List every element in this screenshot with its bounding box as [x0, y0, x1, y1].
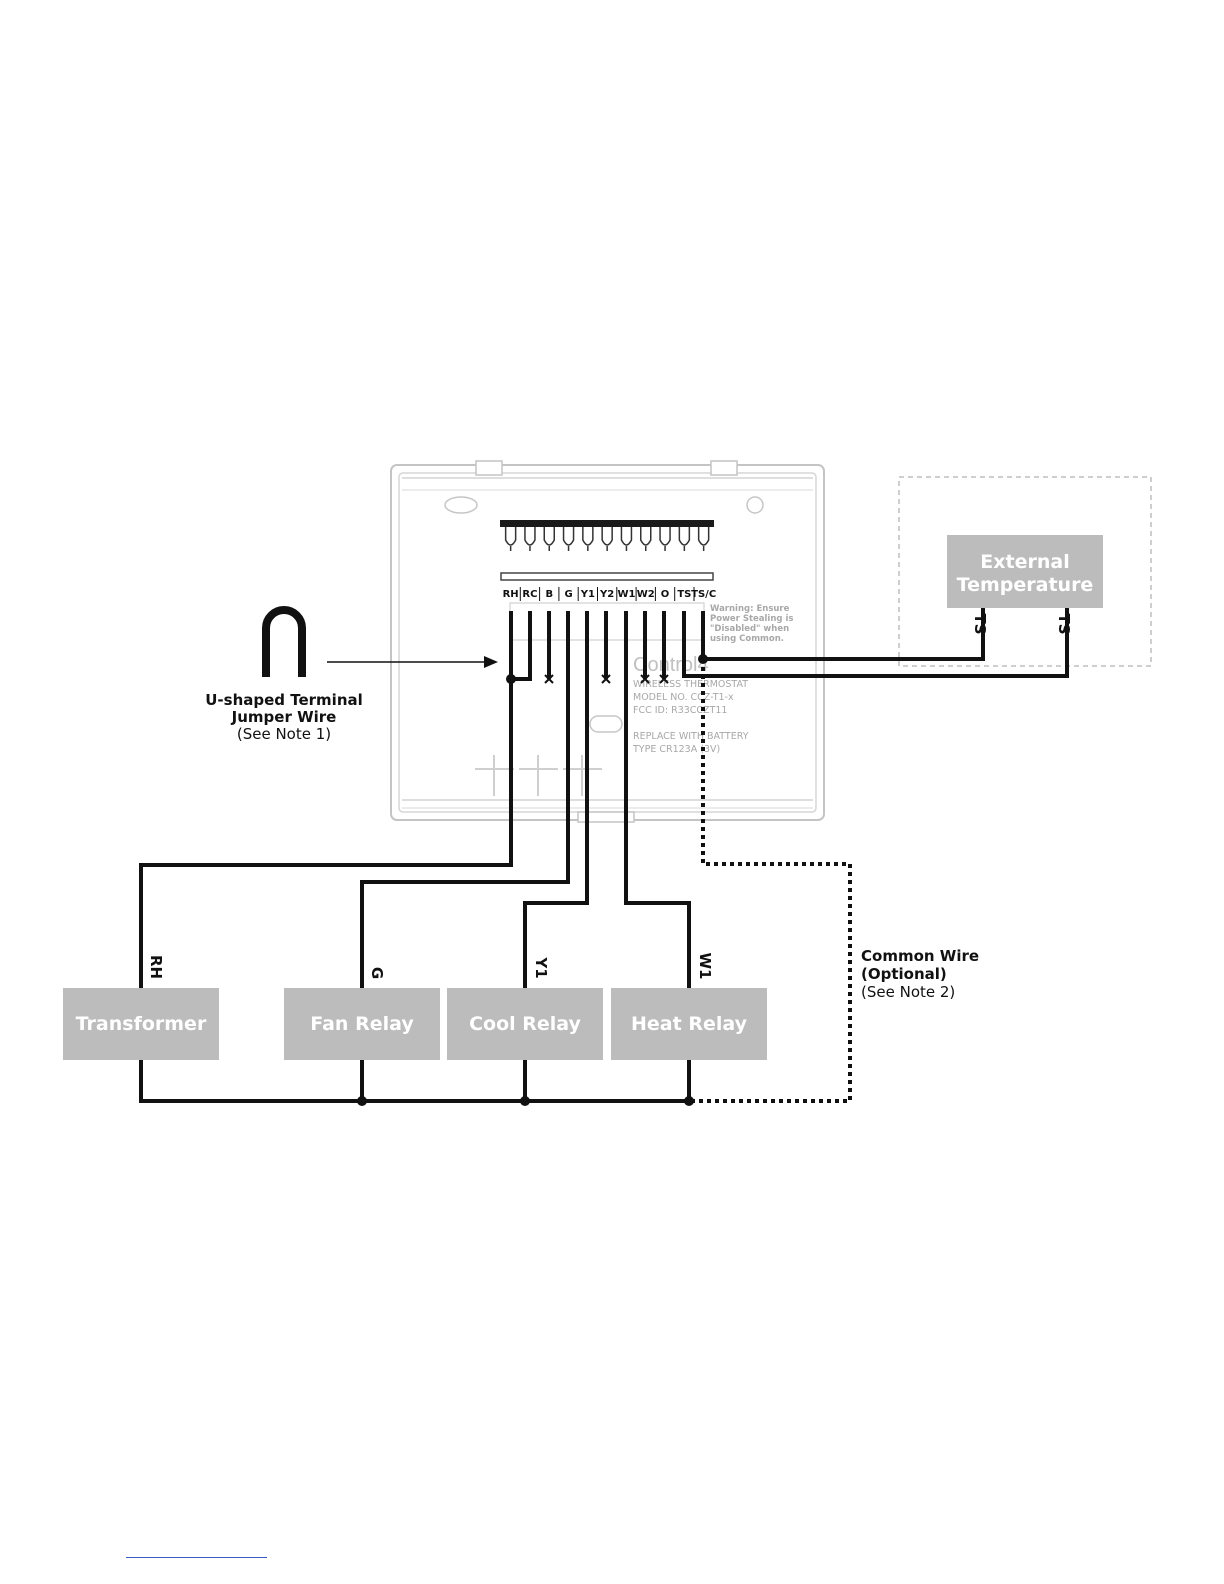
label-line: WIRELESS THERMOSTAT: [633, 679, 748, 690]
ts-wire-label: TS: [1055, 613, 1073, 634]
terminal-label-ts: TS: [677, 589, 691, 600]
y1-wire-label: Y1: [532, 956, 550, 978]
g-wire-label: G: [368, 967, 386, 979]
w1-wire-label: W1: [696, 953, 714, 980]
terminal-label-y2: Y2: [599, 589, 614, 600]
warning-line: Power Stealing is: [710, 614, 793, 624]
thermostat-printed-label: Control4 WIRELESS THERMOSTAT MODEL NO. C…: [632, 654, 749, 755]
unused-terminal-marks: [544, 674, 669, 684]
fan-relay-label: Fan Relay: [310, 1013, 414, 1035]
terminal-label-w1: W1: [617, 589, 635, 600]
ts-wire-label: TS: [971, 613, 989, 634]
cool-relay-label: Cool Relay: [469, 1013, 581, 1035]
common-wire-title: (Optional): [861, 965, 947, 983]
wires: [139, 608, 1069, 1103]
external-sensor-outline: [898, 476, 1152, 667]
jumper-title: Jumper Wire: [231, 708, 337, 726]
jumper-wire-icon: [262, 606, 306, 677]
terminal-pin: [562, 527, 575, 546]
relay-fan: Fan Relay: [284, 988, 440, 1060]
terminal-label-g: G: [564, 589, 572, 600]
label-line: REPLACE WITH BATTERY: [633, 731, 749, 742]
label-line: FCC ID: R33CCZT11: [633, 705, 727, 716]
terminal-label-o: O: [661, 589, 670, 600]
terminal-label-w2: W2: [637, 589, 655, 600]
junction-dots: [357, 654, 708, 1106]
terminal-label-rc: RC: [522, 589, 537, 600]
thermostat-warning: Warning: Ensure Power Stealing is "Disab…: [710, 604, 793, 644]
terminal-pins: [504, 527, 710, 551]
warning-line: Warning: Ensure: [710, 604, 790, 614]
terminal-pin: [601, 527, 613, 546]
jumper-note: (See Note 1): [237, 725, 331, 743]
warning-line: using Common.: [710, 634, 784, 644]
terminal-pin: [659, 527, 671, 546]
arrow-head-icon: [484, 656, 498, 668]
terminal-label-rh: RH: [503, 589, 519, 600]
terminal-pin: [640, 527, 652, 546]
terminal-pin: [524, 527, 536, 546]
common-wire-note: (See Note 2): [861, 983, 955, 1001]
relay-heat: Heat Relay: [611, 988, 767, 1060]
external-temperature-label: Temperature: [957, 574, 1094, 596]
heat-relay-label: Heat Relay: [631, 1013, 748, 1035]
terminal-pin: [582, 527, 594, 546]
terminal-label-y1: Y1: [580, 589, 595, 600]
relay-transformer: Transformer: [63, 988, 219, 1060]
relay-cool: Cool Relay: [447, 988, 603, 1060]
terminal-label-b: B: [545, 589, 553, 600]
brand-logo: Control4: [633, 654, 709, 676]
external-temperature-box: [947, 535, 1103, 608]
jumper-title: U-shaped Terminal: [205, 691, 363, 709]
common-wire-title: Common Wire: [861, 947, 979, 965]
warning-line: "Disabled" when: [710, 624, 789, 634]
external-temperature-label: External: [980, 551, 1069, 573]
footer-link-underline[interactable]: [126, 1557, 267, 1558]
terminal-pin: [620, 527, 633, 546]
terminal-pin: [697, 527, 710, 546]
label-line: MODEL NO. CCZ-T1-x: [633, 692, 734, 703]
terminal-pin: [543, 527, 555, 546]
terminal-pin: [678, 527, 691, 546]
label-line: TYPE CR123A (3V): [632, 744, 720, 755]
terminal-label-ts-c: TS/C: [691, 589, 716, 600]
transformer-label: Transformer: [76, 1013, 207, 1035]
terminal-pin: [504, 527, 517, 546]
rh-wire-label: RH: [147, 955, 165, 979]
